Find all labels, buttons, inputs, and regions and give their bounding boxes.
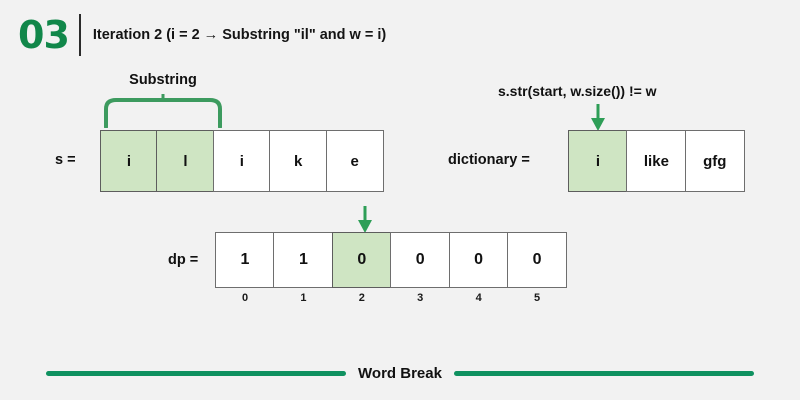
dictionary-cell[interactable]: like: [626, 130, 687, 192]
dp-index-labels: 0 1 2 3 4 5: [215, 292, 567, 304]
footer-rule-right: [453, 371, 754, 376]
footer: Word Break: [0, 365, 800, 382]
dp-cell[interactable]: 0: [331, 232, 392, 288]
dp-cell[interactable]: 0: [507, 232, 568, 288]
dp-index: 3: [417, 292, 424, 304]
s-array: i l i k e: [100, 130, 384, 192]
dp-index: 1: [300, 292, 307, 304]
footer-rule-left: [46, 371, 347, 376]
page-title: Iteration 2 (i = 2 → Substring "il" and …: [92, 27, 387, 43]
s-row-label: s =: [55, 152, 76, 168]
s-cell[interactable]: e: [325, 130, 384, 192]
down-arrow-icon: [591, 104, 605, 131]
curly-brace-icon: [104, 94, 222, 128]
dictionary-array: i like gfg: [568, 130, 745, 192]
dp-index: 5: [533, 292, 541, 304]
substring-annotation-group: Substring: [100, 72, 230, 132]
dp-cell[interactable]: 0: [390, 232, 451, 288]
step-number: 03: [18, 13, 70, 57]
dp-array: 1 1 0 0 0 0: [215, 232, 568, 288]
down-arrow-icon: [358, 206, 372, 233]
dp-cell[interactable]: 0: [448, 232, 509, 288]
dp-index: 2: [358, 292, 365, 304]
dp-index: 4: [475, 292, 482, 304]
s-cell[interactable]: k: [269, 130, 328, 192]
dictionary-cell[interactable]: i: [568, 130, 628, 192]
dictionary-row-label: dictionary =: [448, 152, 530, 168]
dp-cell[interactable]: 1: [215, 232, 275, 288]
header: 03 Iteration 2 (i = 2 → Substring "il" a…: [18, 12, 386, 58]
footer-title: Word Break: [358, 365, 442, 382]
s-cell[interactable]: l: [156, 130, 215, 192]
dp-index: 0: [241, 292, 249, 304]
dp-row-label: dp =: [168, 252, 199, 268]
dictionary-annotation: s.str(start, w.size()) != w: [498, 83, 657, 99]
header-divider: [78, 14, 81, 56]
substring-label: Substring: [129, 72, 197, 88]
s-cell[interactable]: i: [100, 130, 158, 192]
s-cell[interactable]: i: [212, 130, 271, 192]
dp-cell[interactable]: 1: [273, 232, 334, 288]
dictionary-cell[interactable]: gfg: [684, 130, 745, 192]
